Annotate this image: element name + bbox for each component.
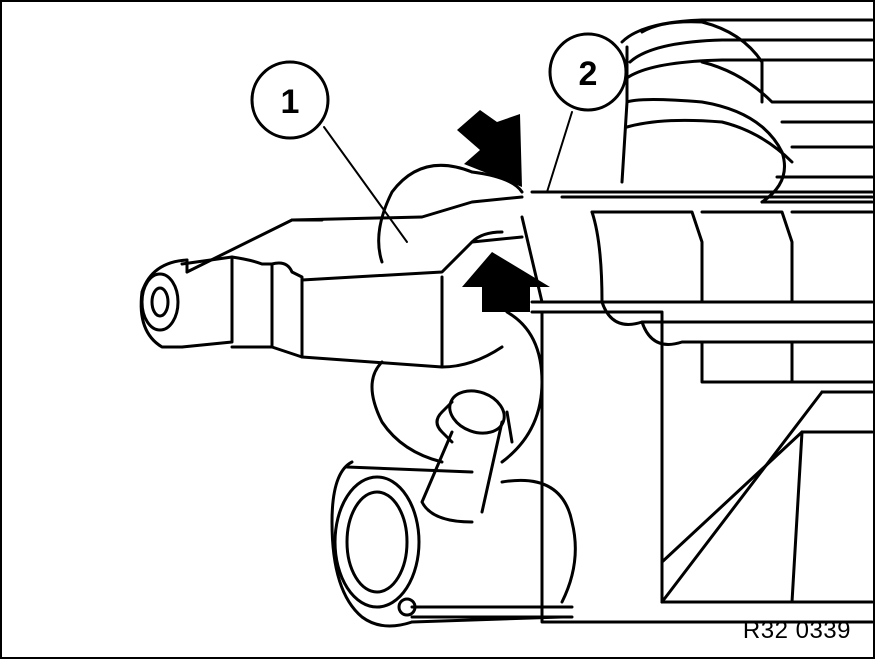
indicator-arrows — [457, 110, 550, 312]
arrow-up — [462, 252, 550, 312]
callout-1: 1 — [250, 60, 330, 140]
ribbed-housing — [520, 190, 873, 384]
arrow-down — [457, 110, 522, 187]
callout-1-leader — [323, 126, 408, 243]
lower-cylinder — [330, 460, 577, 628]
callout-2-label: 2 — [579, 55, 598, 93]
sensor-connector — [420, 389, 514, 524]
callout-2: 2 — [548, 32, 628, 112]
callout-2-leader — [546, 111, 573, 193]
callout-1-label: 1 — [281, 83, 300, 121]
upper-housing-ridges — [620, 18, 873, 204]
callout-leaders — [323, 111, 573, 243]
input-shaft — [139, 195, 524, 369]
mounting-bracket — [530, 310, 873, 624]
figure-reference-code: R32 0339 — [742, 617, 851, 644]
flange-disc — [370, 163, 544, 464]
